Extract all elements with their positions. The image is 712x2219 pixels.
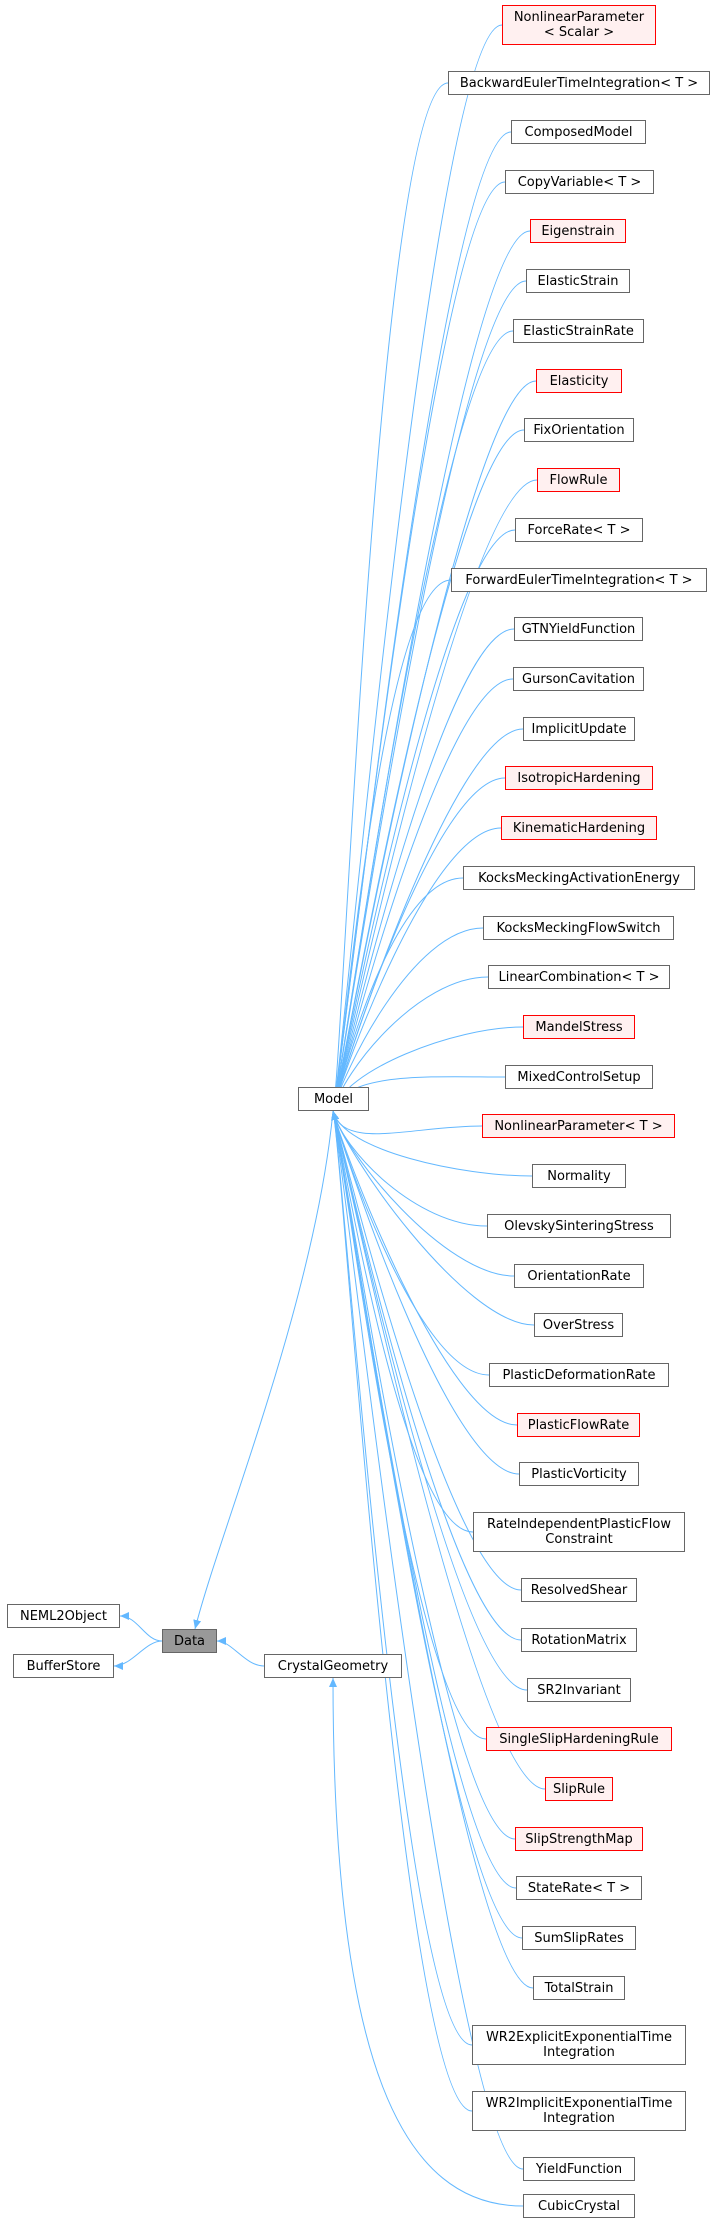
edge-nonlinearparameter-t-to-model (331, 1110, 483, 1135)
edge-model-to-data (193, 1110, 334, 1630)
node-forcerate-t[interactable]: ForceRate< T > (515, 518, 643, 542)
node-yieldfunction[interactable]: YieldFunction (523, 2157, 635, 2181)
edge-yieldfunction-to-model (331, 1110, 524, 2170)
edge-isotropichardening-to-model (331, 777, 506, 1112)
node-orientationrate[interactable]: OrientationRate (514, 1264, 644, 1288)
node-staterate-t[interactable]: StateRate< T > (516, 1876, 642, 1900)
node-neml2object[interactable]: NEML2Object (7, 1604, 120, 1628)
node-nonlinearparameter-t[interactable]: NonlinearParameter< T > (482, 1114, 675, 1138)
node-flowrule[interactable]: FlowRule (537, 468, 620, 492)
node-olevskysinteringstress[interactable]: OlevskySinteringStress (487, 1214, 671, 1238)
node-crystalgeometry[interactable]: CrystalGeometry (264, 1654, 402, 1678)
node-forwardeulertimeintegration-t[interactable]: ForwardEulerTimeIntegration< T > (451, 568, 707, 592)
node-model[interactable]: Model (298, 1087, 369, 1111)
node-kocksmeckingflowswitch[interactable]: KocksMeckingFlowSwitch (483, 916, 674, 940)
edge-cubiccrystal-to-crystalgeometry (329, 1677, 524, 2207)
node-implicitupdate[interactable]: ImplicitUpdate (523, 717, 635, 741)
edge-plasticvorticity-to-model (331, 1110, 520, 1475)
node-plasticvorticity[interactable]: PlasticVorticity (519, 1462, 639, 1486)
node-kinematichardening[interactable]: KinematicHardening (501, 816, 657, 840)
node-sr2invariant[interactable]: SR2Invariant (527, 1678, 631, 1702)
edge-kinematichardening-to-model (331, 827, 502, 1112)
node-wr2explicitexponentialtime-integration[interactable]: WR2ExplicitExponentialTime Integration (472, 2025, 686, 2065)
edge-normality-to-model (331, 1110, 533, 1177)
edge-elasticstrainrate-to-model (331, 330, 514, 1112)
node-fixorientation[interactable]: FixOrientation (524, 418, 634, 442)
edge-crystalgeometry-to-data (216, 1637, 265, 1667)
node-gursoncavitation[interactable]: GursonCavitation (513, 667, 644, 691)
node-isotropichardening[interactable]: IsotropicHardening (505, 766, 653, 790)
node-elasticity[interactable]: Elasticity (536, 369, 622, 393)
edge-elasticity-to-model (331, 380, 537, 1112)
node-mixedcontrolsetup[interactable]: MixedControlSetup (505, 1065, 653, 1089)
node-kocksmeckingactivationenergy[interactable]: KocksMeckingActivationEnergy (463, 866, 695, 890)
node-mandelstress[interactable]: MandelStress (523, 1015, 635, 1039)
node-normality[interactable]: Normality (532, 1164, 626, 1188)
node-totalstrain[interactable]: TotalStrain (533, 1976, 625, 2000)
node-plasticdeformationrate[interactable]: PlasticDeformationRate (489, 1363, 669, 1387)
edge-data-to-bufferstore (113, 1640, 163, 1670)
node-slipstrengthmap[interactable]: SlipStrengthMap (515, 1827, 643, 1851)
edge-plasticflowrate-to-model (331, 1110, 518, 1426)
node-composedmodel[interactable]: ComposedModel (511, 120, 646, 144)
edge-totalstrain-to-model (331, 1110, 534, 1989)
edge-copyvariable-t-to-model (331, 181, 506, 1112)
node-rateindependentplasticflow-constraint[interactable]: RateIndependentPlasticFlow Constraint (473, 1512, 685, 1552)
node-wr2implicitexponentialtime-integration[interactable]: WR2ImplicitExponentialTime Integration (472, 2091, 686, 2131)
node-singlesliphardeningrule[interactable]: SingleSlipHardeningRule (486, 1727, 672, 1751)
edge-overstress-to-model (331, 1110, 535, 1326)
edge-forcerate-t-to-model (331, 529, 516, 1112)
node-copyvariable-t[interactable]: CopyVariable< T > (505, 170, 654, 194)
node-sumsliprates[interactable]: SumSlipRates (522, 1926, 636, 1950)
node-overstress[interactable]: OverStress (534, 1313, 623, 1337)
node-eigenstrain[interactable]: Eigenstrain (530, 219, 626, 243)
edge-resolvedshear-to-model (331, 1110, 522, 1591)
node-data: Data (162, 1629, 217, 1653)
node-elasticstrainrate[interactable]: ElasticStrainRate (513, 319, 644, 343)
edge-gtnyieldfunction-to-model (331, 628, 515, 1112)
edge-forwardeulertimeintegration-t-to-model (331, 579, 452, 1112)
node-rotationmatrix[interactable]: RotationMatrix (521, 1628, 637, 1652)
node-cubiccrystal[interactable]: CubicCrystal (523, 2194, 635, 2218)
edge-sliprule-to-model (331, 1110, 546, 1790)
node-elasticstrain[interactable]: ElasticStrain (526, 269, 630, 293)
edge-composedmodel-to-model (331, 131, 512, 1112)
node-resolvedshear[interactable]: ResolvedShear (521, 1578, 637, 1602)
node-backwardeulertimeintegration-t[interactable]: BackwardEulerTimeIntegration< T > (448, 71, 710, 95)
node-nonlinearparameter-scalar[interactable]: NonlinearParameter < Scalar > (502, 5, 656, 45)
node-linearcombination-t[interactable]: LinearCombination< T > (488, 965, 670, 989)
node-sliprule[interactable]: SlipRule (545, 1777, 613, 1801)
node-plasticflowrate[interactable]: PlasticFlowRate (517, 1413, 640, 1437)
node-bufferstore[interactable]: BufferStore (13, 1654, 114, 1678)
edge-rateindependentplasticflow-constraint-to-model (331, 1110, 474, 1533)
edge-backwardeulertimeintegration-t-to-model (331, 82, 449, 1112)
edge-wr2implicitexponentialtime-integration-to-model (331, 1110, 473, 2112)
edge-data-to-neml2object (119, 1612, 163, 1642)
edge-fixorientation-to-model (331, 429, 525, 1112)
node-gtnyieldfunction[interactable]: GTNYieldFunction (514, 617, 643, 641)
